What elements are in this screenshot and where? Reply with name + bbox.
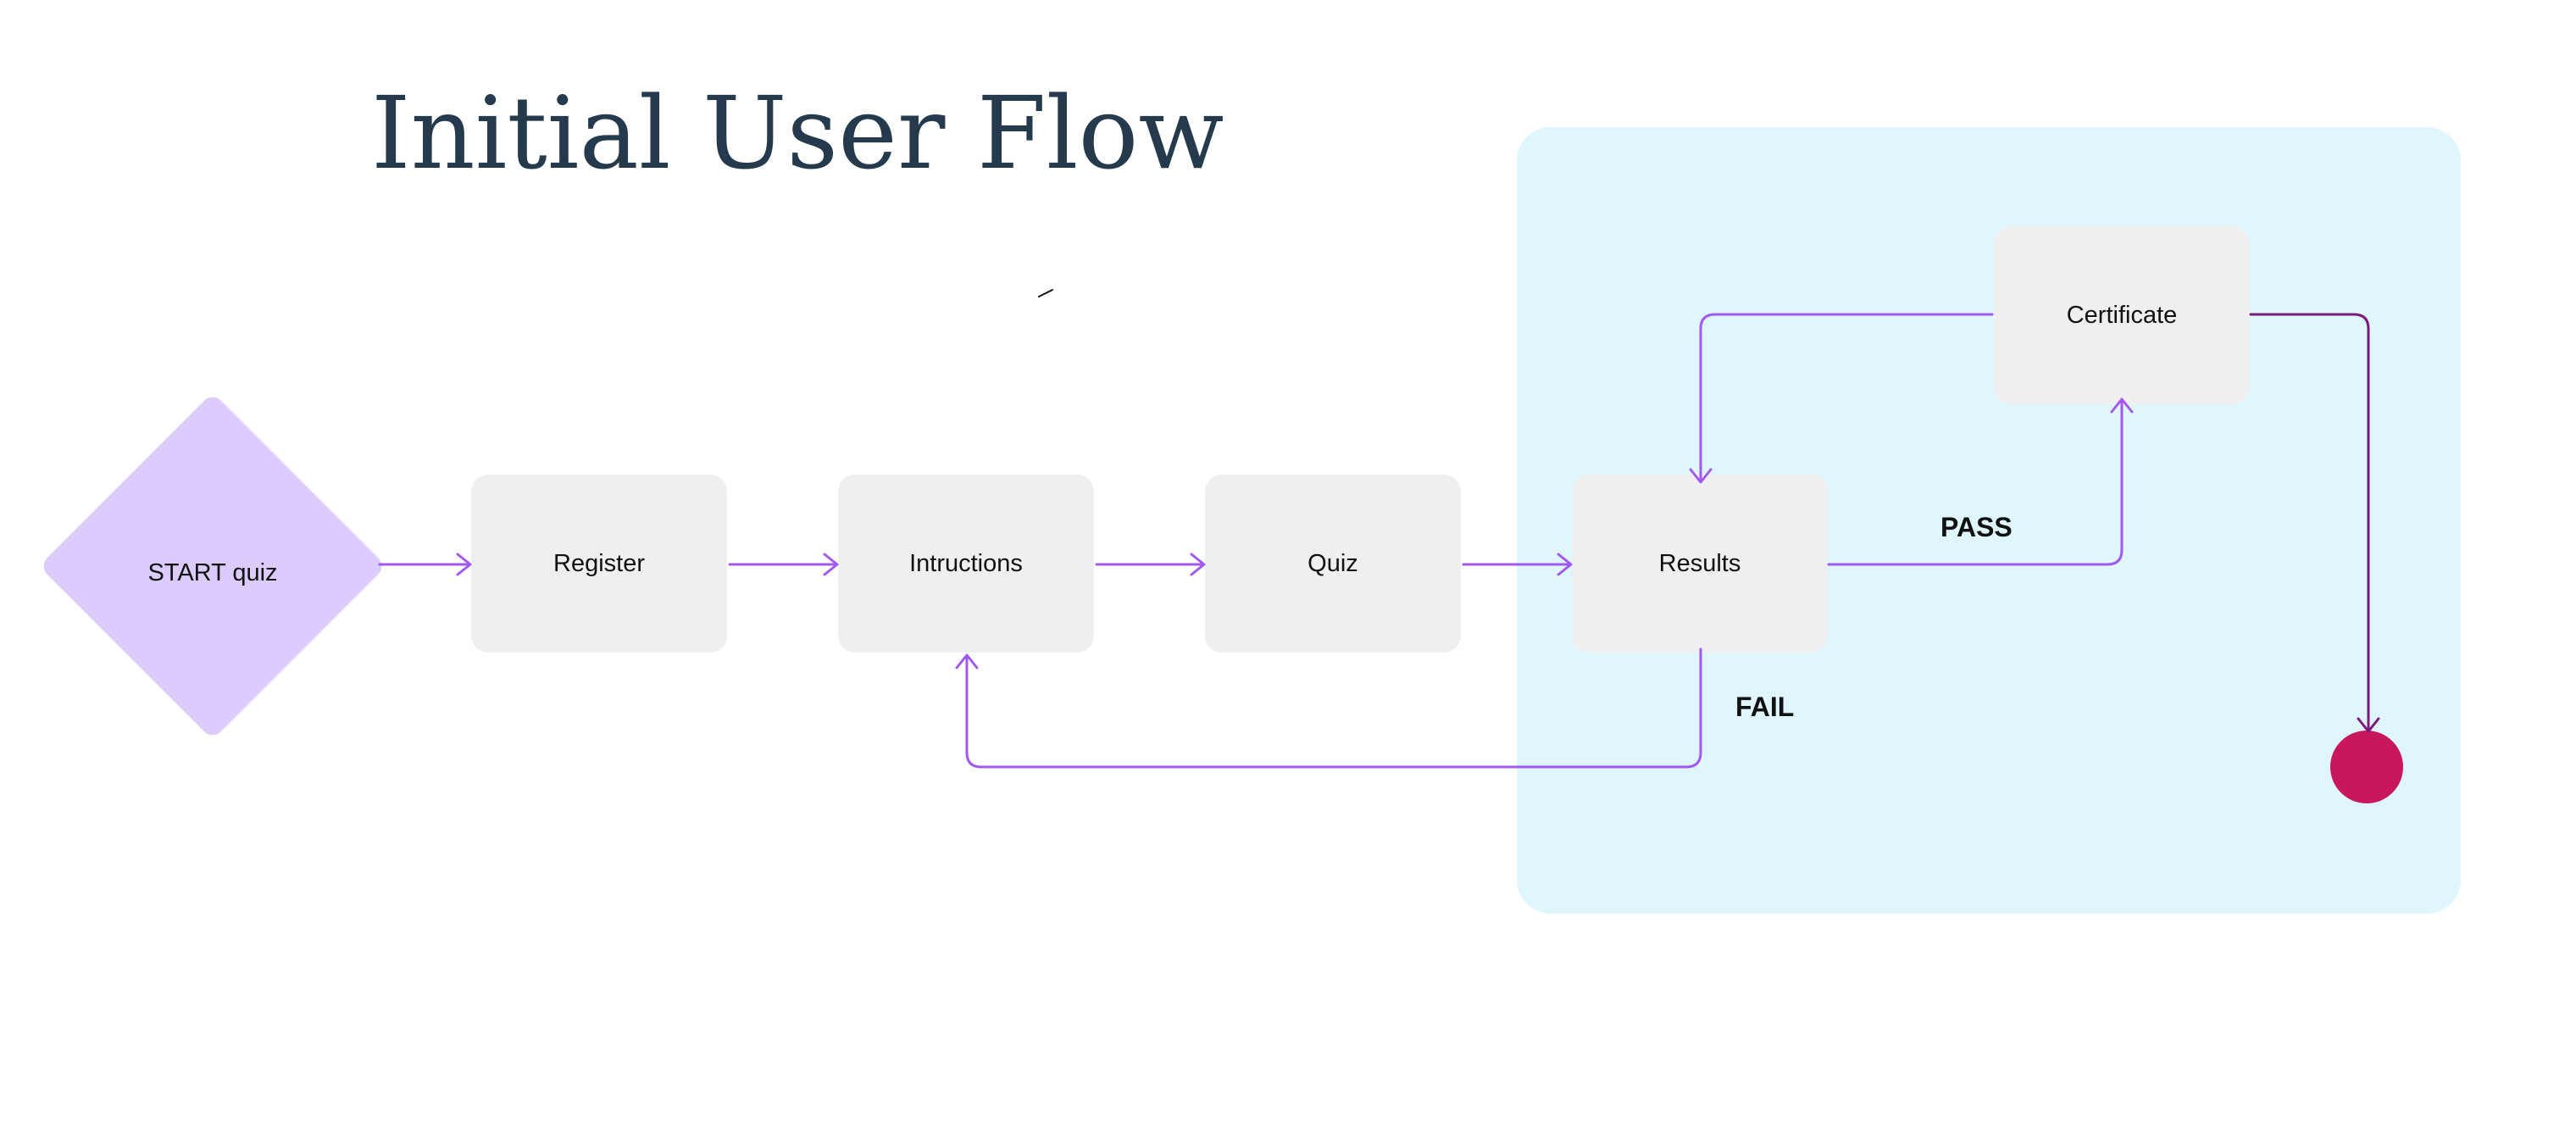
results-node-label: Results [1658, 549, 1741, 577]
instructions-node[interactable]: Intructions [838, 475, 1094, 653]
connector-quiz-results [1462, 553, 1573, 576]
register-node[interactable]: Register [471, 475, 727, 653]
certificate-node[interactable]: Certificate [1994, 226, 2250, 404]
certificate-node-label: Certificate [2066, 301, 2178, 329]
connector-results-instructions-fail [955, 647, 1702, 769]
connector-certificate-end [2249, 313, 2380, 733]
page-title: Initial User Flow [371, 75, 1224, 192]
quiz-node[interactable]: Quiz [1205, 475, 1461, 653]
connector-register-instructions [728, 553, 839, 576]
stray-stroke [1038, 289, 1053, 297]
connector-results-certificate-pass [1827, 397, 2134, 566]
pass-label: PASS [1940, 512, 2012, 542]
register-node-label: Register [553, 549, 645, 577]
results-node[interactable]: Results [1572, 475, 1828, 653]
instructions-node-label: Intructions [909, 549, 1023, 577]
fail-label: FAIL [1735, 692, 1795, 722]
end-node[interactable] [2330, 731, 2403, 803]
quiz-node-label: Quiz [1307, 549, 1358, 577]
connector-instructions-quiz [1095, 553, 1206, 576]
connector-certificate-results [1689, 313, 1994, 484]
start-node-label: START quiz [147, 559, 278, 586]
connector-start-register [378, 553, 472, 576]
